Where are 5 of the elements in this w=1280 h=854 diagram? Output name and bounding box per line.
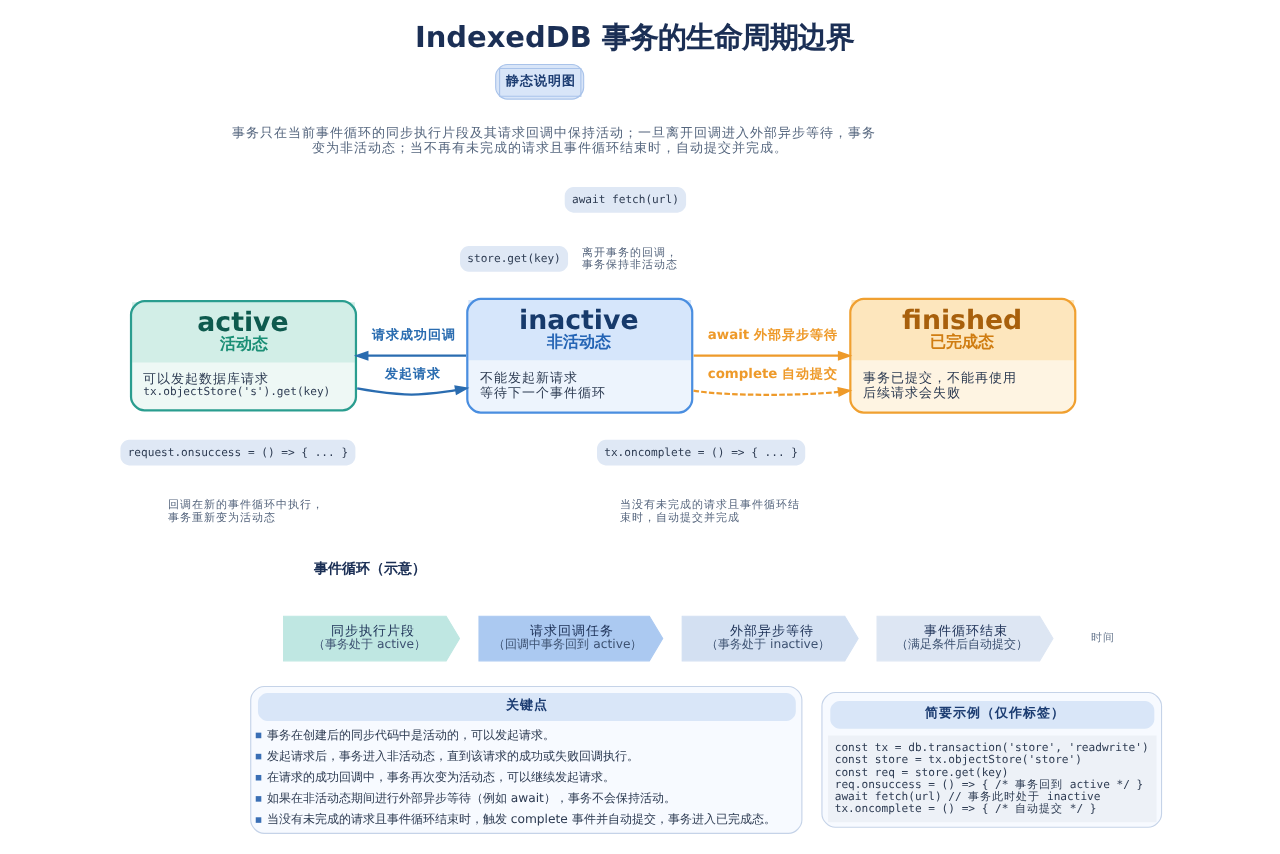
diagram-title: IndexedDB 事务的生命周期边界 (413, 23, 853, 56)
arrow (356, 385, 469, 396)
arrow (352, 350, 466, 361)
arrow (692, 386, 852, 397)
arrow (692, 350, 852, 361)
